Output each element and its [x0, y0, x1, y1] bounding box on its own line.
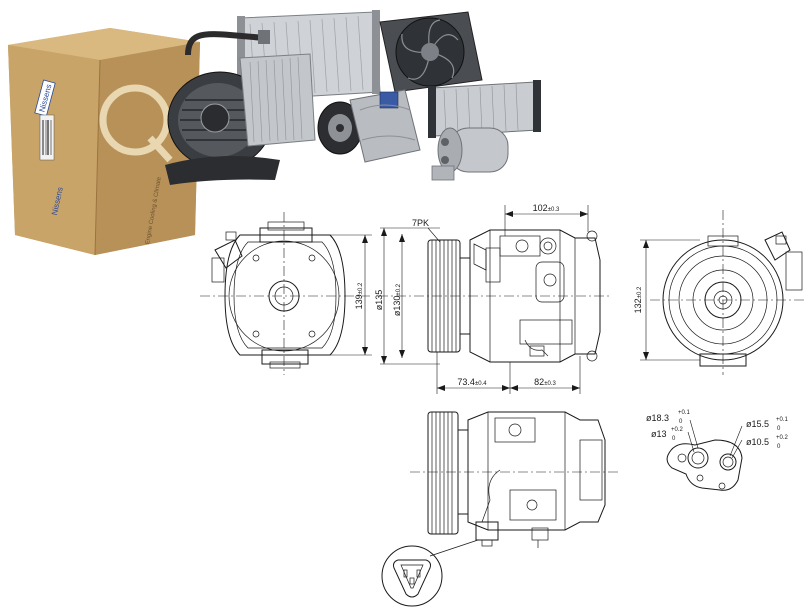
receiver-drier-part: [431, 127, 509, 181]
port-10-label: ø10.5: [746, 437, 769, 447]
port-10-tol-up: +0.2: [776, 435, 789, 441]
side-view-drawing: ø135 ø130±0.2 7PK: [374, 203, 610, 394]
blower-motor-part: [165, 71, 280, 185]
len-82-label: 82±0.3: [534, 377, 556, 387]
height-132-label: 132±0.2: [633, 286, 643, 313]
rear-view-drawing: 132±0.2: [633, 210, 805, 375]
port-18-label: ø18.3: [646, 413, 669, 423]
port-13-label: ø13: [651, 429, 667, 439]
height-139-label: 139±0.2: [354, 282, 364, 309]
width-102-label: 102±0.3: [533, 203, 560, 213]
port-15-tol-dn: 0: [777, 426, 781, 432]
compressor-photo-part: [317, 89, 421, 163]
heater-core-part: [428, 80, 541, 138]
bottom-view-drawing: [381, 411, 620, 607]
evaporator-part: [239, 53, 316, 147]
nissens-box: Nissens Nissens Engine Cooling & Climate: [8, 28, 200, 256]
port-10-tol-dn: 0: [777, 444, 781, 450]
q-logo-icon: [99, 84, 171, 156]
port-15-label: ø15.5: [746, 419, 769, 429]
radiator-fan-part: [379, 11, 483, 93]
port-13-tol-dn: 0: [672, 436, 676, 442]
ac-pipe-part: [185, 31, 266, 56]
product-photo: Nissens Nissens Engine Cooling & Climate: [8, 10, 541, 256]
port-13-tol-up: +0.2: [671, 427, 684, 433]
dia-130-label: ø130±0.2: [392, 283, 402, 316]
barcode-icon: [42, 120, 52, 155]
port-flange-drawing: ø18.3 +0.1 0 ø13 +0.2 0 ø15.5 +0.1 0 ø10…: [646, 410, 789, 491]
len-73-label: 73.4±0.4: [457, 377, 487, 387]
dia-135-label: ø135: [374, 290, 384, 311]
port-18-tol-dn: 0: [679, 419, 683, 425]
connector-detail-circle: [381, 545, 443, 607]
port-18-tol-up: +0.1: [678, 410, 691, 416]
front-view-drawing: 139±0.2: [200, 212, 372, 375]
port-15-tol-up: +0.1: [776, 417, 789, 423]
pulley-7pk-label: 7PK: [412, 218, 429, 228]
